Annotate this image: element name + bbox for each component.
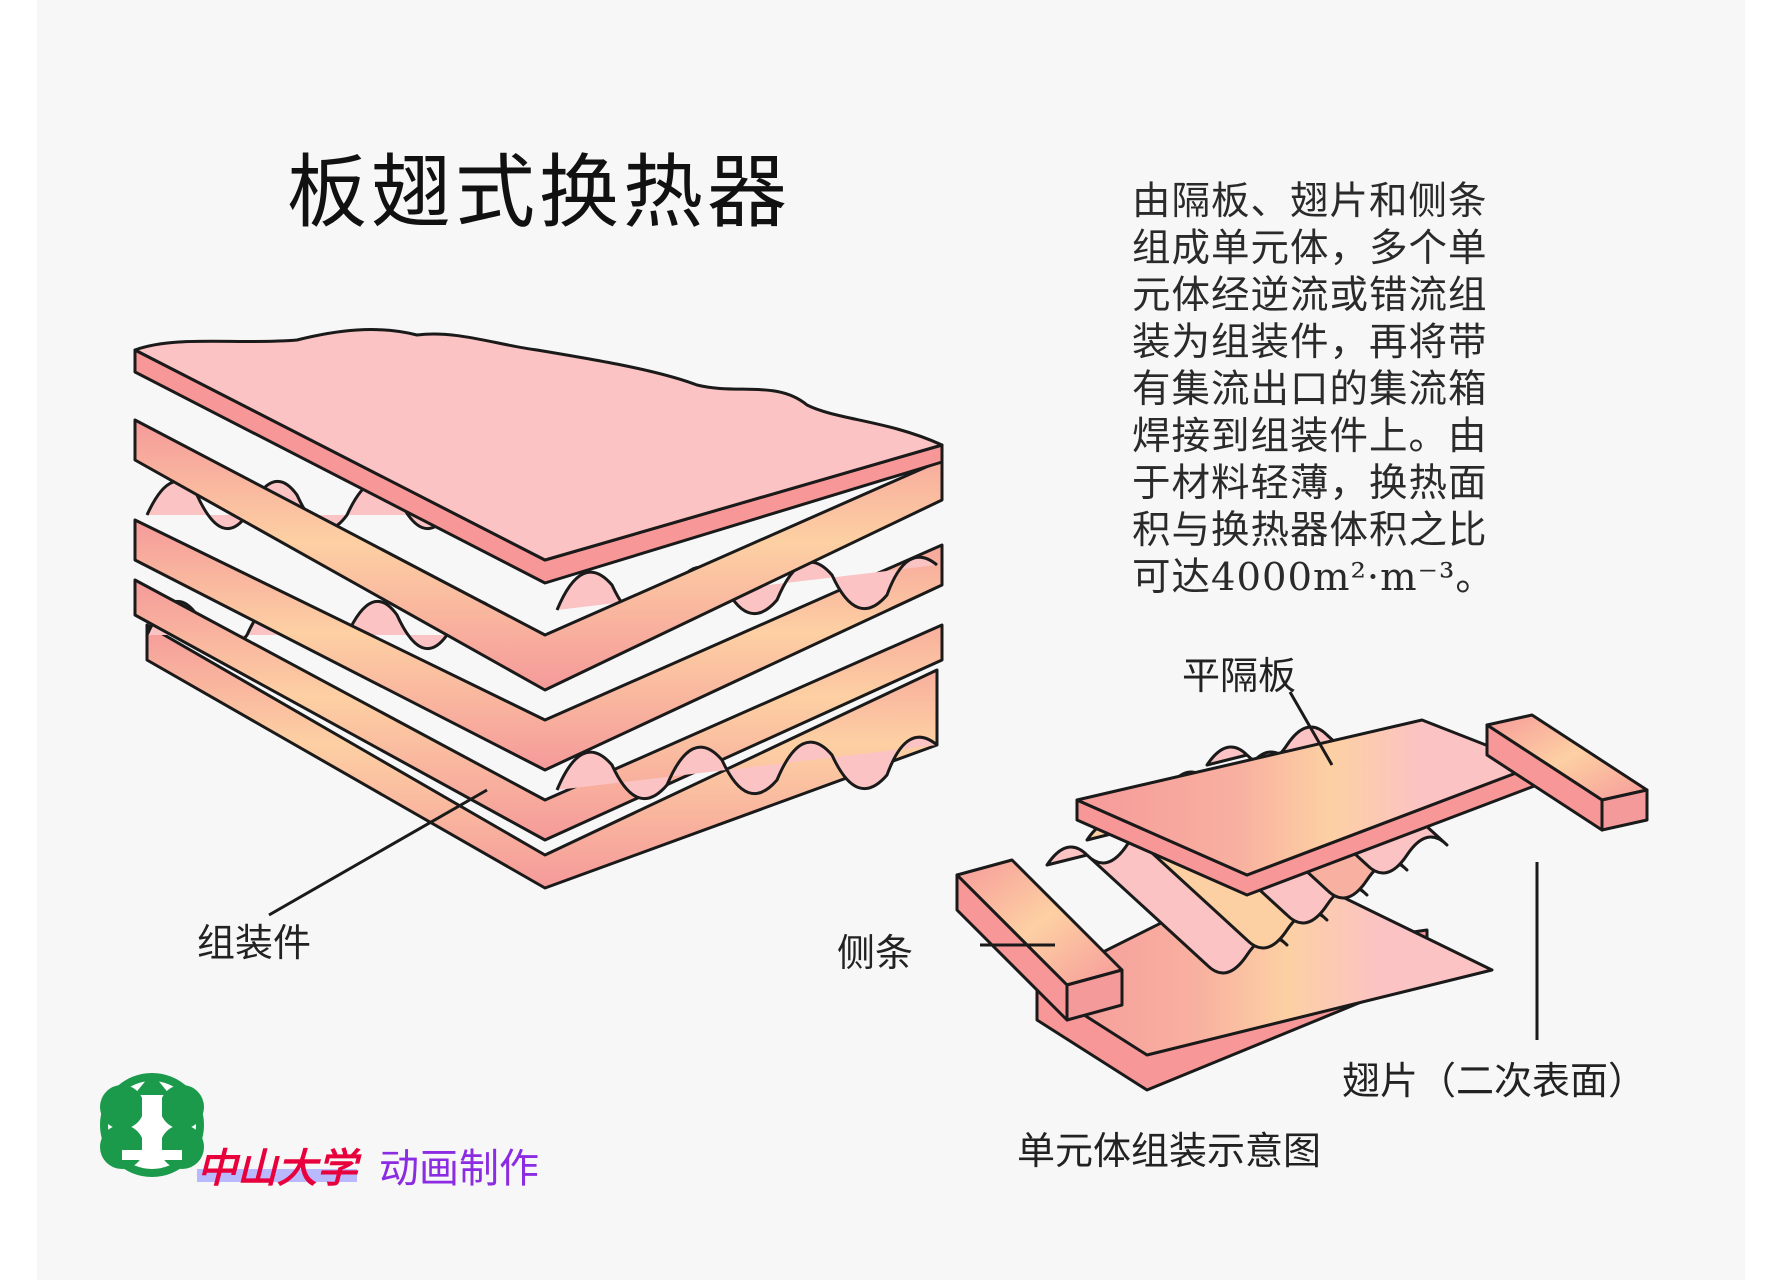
label-side-bar: 侧条: [837, 931, 914, 975]
assembly-illustration: [133, 328, 944, 917]
label-fin: 翅片（二次表面）: [1342, 1059, 1647, 1103]
slide-canvas: 板翅式换热器 由隔板、翅片和侧条 组成单元体，多个单 元体经逆流或错流组 装为组…: [37, 0, 1745, 1280]
label-assembly: 组装件: [197, 921, 312, 965]
branding: 中山大学动画制作: [197, 1136, 539, 1194]
description-line: 元体经逆流或错流组: [1132, 273, 1488, 318]
university-name: 中山大学: [197, 1145, 357, 1192]
page-title: 板翅式换热器: [287, 146, 791, 239]
assembly-leader-line: [268, 788, 488, 917]
diagram-artwork: [100, 328, 1649, 1177]
side-bar-left: [955, 858, 1124, 1022]
animation-credit: 动画制作: [379, 1146, 539, 1192]
description-line: 于材料轻薄，换热面: [1132, 461, 1488, 506]
description-line: 积与换热器体积之比: [1132, 508, 1488, 553]
assembly-layer-top: [133, 328, 944, 692]
description-text: 由隔板、翅片和侧条 组成单元体，多个单 元体经逆流或错流组 装为组装件，再将带 …: [1132, 178, 1532, 601]
description-line: 装为组装件，再将带: [1132, 320, 1488, 365]
flat-plate-leader: [1288, 691, 1334, 766]
description-line: 组成单元体，多个单: [1132, 226, 1488, 271]
description-line: 焊接到组装件上。由: [1132, 414, 1488, 459]
university-logo-icon: [100, 1073, 204, 1177]
side-bar-right: [1485, 713, 1649, 832]
label-flat-plate: 平隔板: [1182, 654, 1297, 698]
description-line: 由隔板、翅片和侧条: [1132, 179, 1488, 224]
assembly-layer-3: [133, 578, 944, 842]
unit-illustration: [955, 691, 1649, 1092]
label-unit-caption: 单元体组装示意图: [1017, 1129, 1322, 1173]
description-line: 有集流出口的集流箱: [1132, 367, 1488, 412]
description-line: 可达4000m²·m⁻³。: [1132, 555, 1495, 600]
